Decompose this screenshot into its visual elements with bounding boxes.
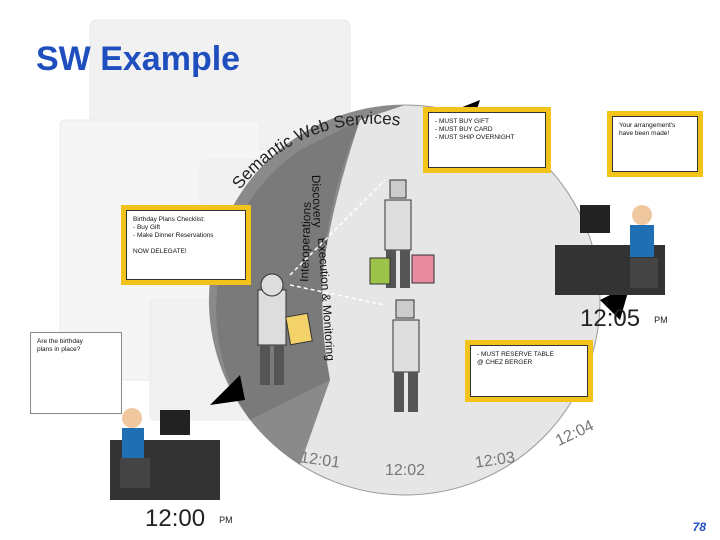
user-at-desk-left [110, 408, 220, 500]
bubble-reserve-table: - MUST RESERVE TABLE @ CHEZ BERGER [470, 345, 588, 397]
arrow-to-agent-table [289, 284, 386, 306]
agent-figure-table [392, 299, 420, 412]
clock-end-suffix: PM [654, 314, 668, 325]
agent-figure-left [257, 273, 313, 385]
slide-title: SW Example [36, 40, 241, 78]
discovery-label: Discovery [309, 175, 325, 228]
clock-start-suffix: PM [219, 514, 233, 525]
agent-figure-gift [369, 179, 435, 288]
page-number: 78 [692, 520, 706, 534]
pointer-left [210, 375, 245, 405]
clock-start: 12:00 PM [145, 505, 233, 533]
clock-start-time: 12:00 [145, 505, 206, 532]
interoperations-label: Interoperations [297, 202, 314, 283]
clock-t2: 12:02 [385, 462, 426, 479]
user-at-desk-right [555, 205, 665, 295]
clock-end-time: 12:05 [580, 305, 641, 332]
clock-end: 12:05 PM [580, 305, 668, 333]
bubble-checklist: Birthday Plans Checklist: - Buy Gift - M… [126, 210, 246, 280]
bubble-gift-tasks: - MUST BUY GIFT - MUST BUY CARD - MUST S… [428, 112, 546, 168]
bubble-confirmation: Your arrangement's have been made! [612, 116, 698, 172]
arrow-to-agent-gift [289, 179, 386, 276]
bubble-user-question: Are the birthday plans in place? [30, 332, 122, 414]
